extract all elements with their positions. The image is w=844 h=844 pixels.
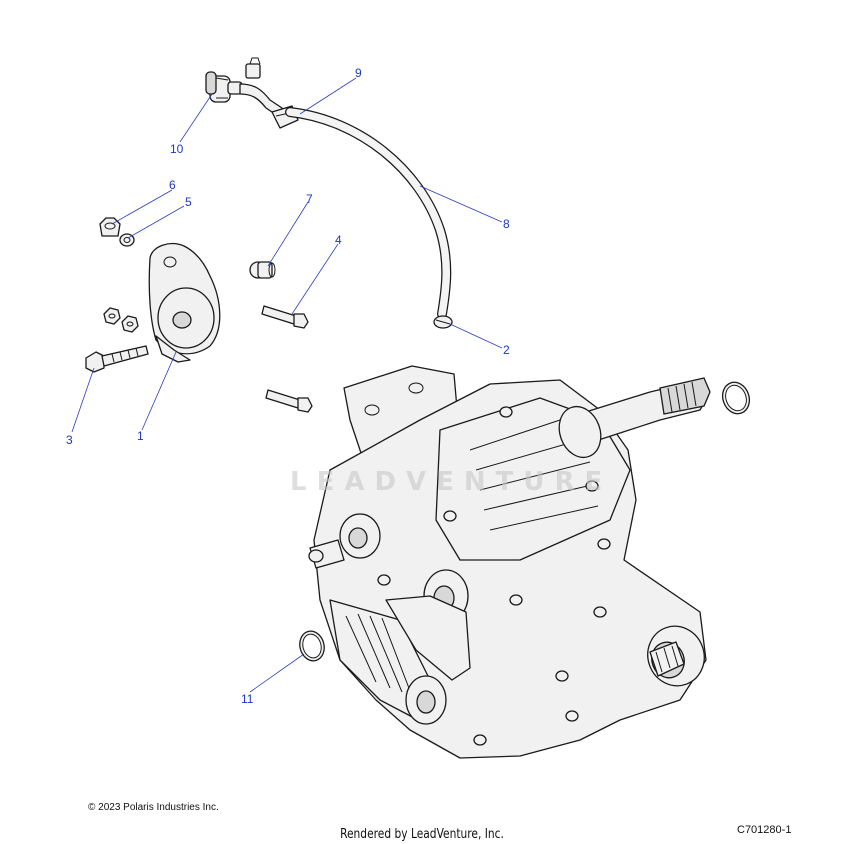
callout-labels: 1 2 3 4 5 6 7 8 9 10 11 (66, 66, 510, 706)
part-11-o-ring[interactable] (297, 628, 328, 663)
callout-3[interactable]: 3 (66, 433, 73, 447)
copyright-text: © 2023 Polaris Industries Inc. (88, 802, 219, 813)
callout-2[interactable]: 2 (503, 343, 510, 357)
part-8-vent-hose[interactable] (285, 107, 452, 319)
part-3-bolt[interactable] (85, 345, 149, 373)
case-bolt-heads (377, 406, 611, 746)
part-9-vent-fitting[interactable] (239, 57, 299, 129)
output-o-ring (721, 381, 751, 415)
callout-4[interactable]: 4 (335, 233, 342, 247)
callout-8[interactable]: 8 (503, 217, 510, 231)
callout-1[interactable]: 1 (137, 429, 144, 443)
callout-9[interactable]: 9 (355, 66, 362, 80)
part-1-actuator-cover[interactable] (148, 243, 221, 363)
callout-10[interactable]: 10 (170, 142, 184, 156)
watermark: LEADVENTURE (290, 467, 612, 497)
callout-11[interactable]: 11 (241, 692, 254, 706)
cover-nuts (103, 307, 139, 333)
rendered-by-text: Rendered by LeadVenture, Inc. (340, 827, 504, 842)
leader-lines (71, 77, 503, 693)
part-4-bolt[interactable] (261, 305, 309, 329)
case-bolt (265, 389, 313, 413)
part-10-breather-cap[interactable] (205, 71, 243, 103)
transmission-case[interactable] (308, 365, 713, 759)
callout-7[interactable]: 7 (306, 192, 313, 206)
part-6-nut[interactable] (99, 217, 121, 237)
part-2-hose-clamp[interactable] (433, 315, 453, 329)
diagram-code: C701280-1 (737, 824, 792, 836)
part-7-bushing[interactable] (249, 261, 276, 279)
callout-6[interactable]: 6 (169, 178, 176, 192)
callout-5[interactable]: 5 (185, 195, 192, 209)
